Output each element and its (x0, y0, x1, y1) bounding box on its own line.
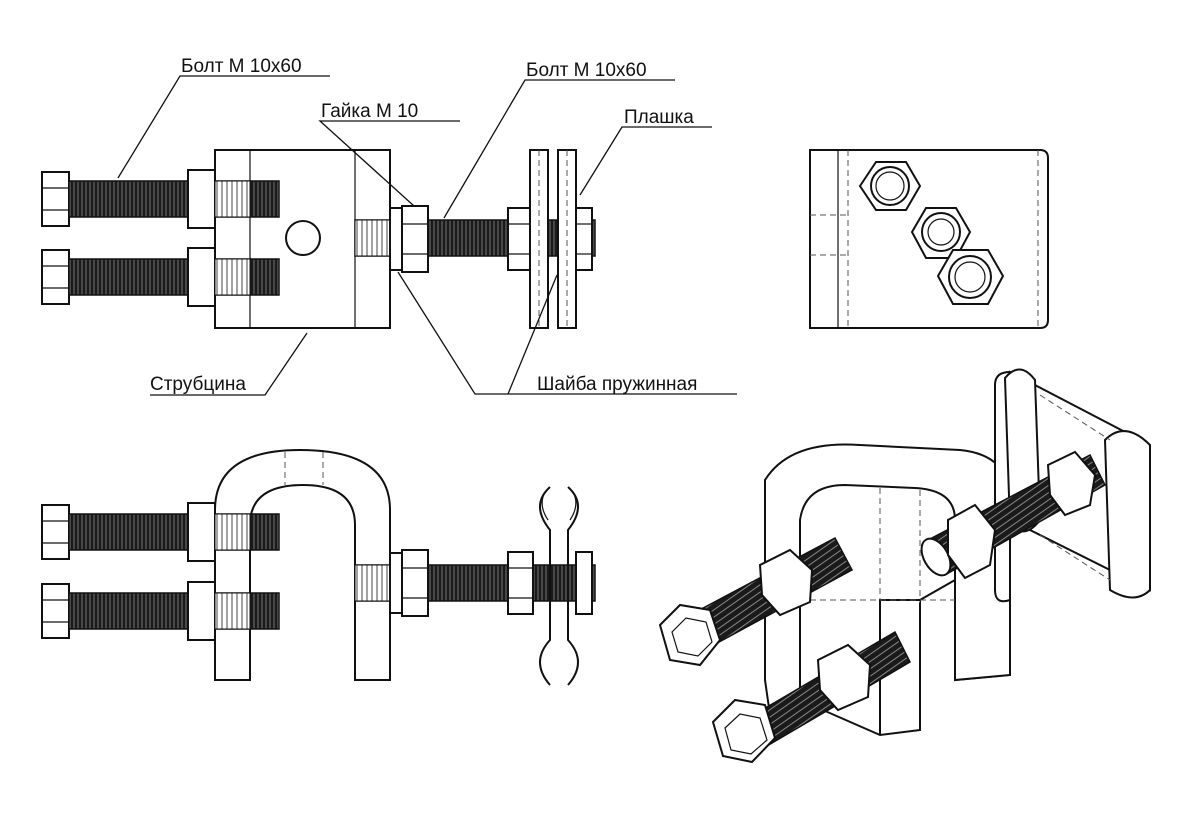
label-spring-washer: Шайба пружинная (537, 374, 697, 395)
iso-bolt-lower-left (711, 630, 911, 764)
label-clamp: Струбцина (150, 374, 246, 395)
nut-shape (401, 205, 429, 273)
right-bolt (354, 149, 596, 329)
top-side-view (809, 149, 1049, 329)
label-bolt-top-right: Болт М 10х60 (526, 60, 647, 81)
left-bolt-upper (41, 169, 280, 229)
top-front-view: Болт М 10х60 Болт М 10х60 Гайка М 10 Пла… (41, 56, 737, 396)
isometric-view (658, 368, 1151, 764)
curled-plate-left (539, 486, 551, 686)
label-plate: Плашка (624, 107, 694, 128)
curled-plate-right (567, 486, 579, 686)
bottom-top-view (41, 448, 596, 686)
left-bolt-lower (41, 247, 280, 307)
bottom-left-bolt-upper (41, 502, 280, 562)
bottom-left-bolt-lower (41, 581, 280, 641)
iso-bolt-upper-left (658, 536, 854, 667)
clamp-hole (285, 220, 321, 256)
hex-nut-middle (910, 207, 972, 259)
bottom-right-bolt (354, 549, 596, 617)
hex-nut-lower (936, 249, 1005, 305)
label-nut: Гайка М 10 (321, 101, 418, 122)
label-bolt-top-left: Болт М 10х60 (181, 56, 302, 77)
hex-nut-upper (858, 161, 922, 211)
iso-bolt-right (920, 450, 1106, 580)
spring-washer-shape (389, 207, 403, 271)
